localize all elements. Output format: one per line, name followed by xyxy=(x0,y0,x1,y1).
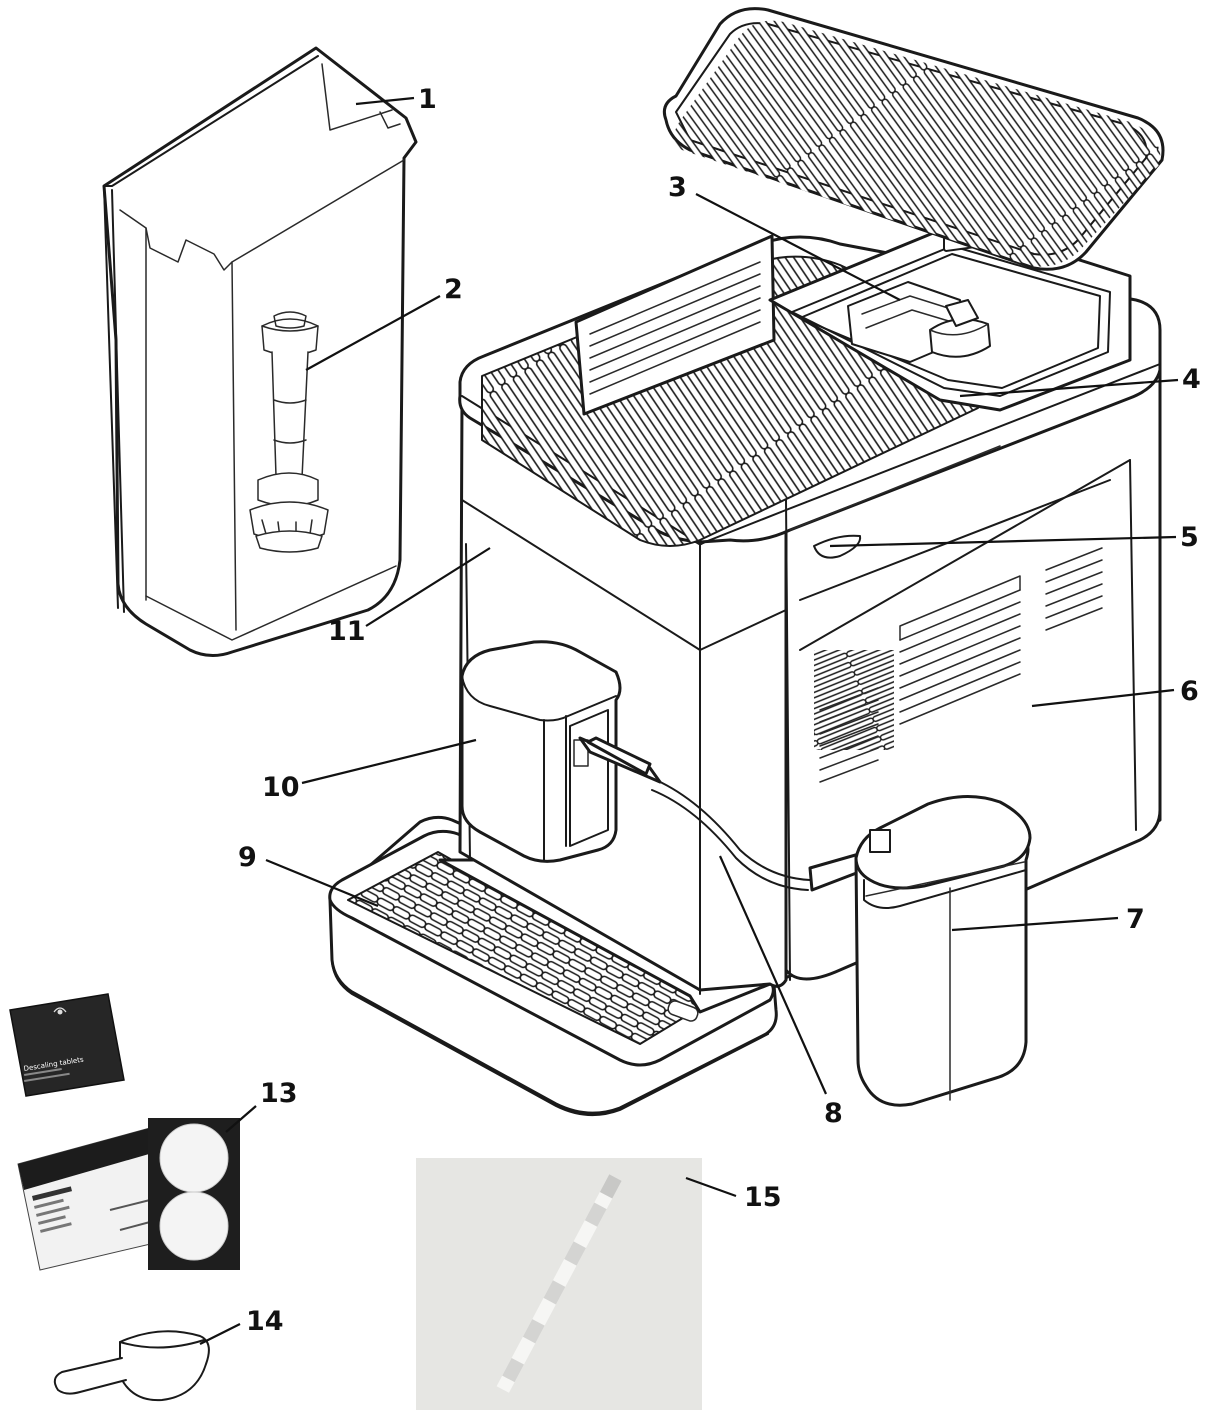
callout-13: 13 xyxy=(260,1078,298,1109)
callout-14: 14 xyxy=(246,1306,284,1337)
descaling-tablets-box: Descaling tablets xyxy=(9,993,125,1097)
callout-1: 1 xyxy=(418,84,437,115)
leader-lines xyxy=(199,96,1179,1345)
grinder-adjustment xyxy=(847,281,991,363)
descaling-tablets xyxy=(17,1118,240,1271)
side-vents xyxy=(819,547,1103,783)
coffee-machine xyxy=(438,220,1162,1014)
callout-5: 5 xyxy=(1180,522,1199,553)
coffee-outlet xyxy=(460,640,622,863)
callout-6: 6 xyxy=(1180,676,1199,707)
callout-labels: 1 2 3 4 5 6 7 8 9 10 11 13 14 15 xyxy=(238,84,1201,1337)
water-filter xyxy=(249,311,329,553)
callout-11: 11 xyxy=(328,616,366,647)
water-tank xyxy=(102,46,418,657)
callout-10: 10 xyxy=(262,772,300,803)
callout-3: 3 xyxy=(668,172,687,203)
milk-container xyxy=(854,794,1032,1107)
callout-9: 9 xyxy=(238,842,257,873)
callout-15: 15 xyxy=(744,1182,782,1213)
callout-8: 8 xyxy=(824,1098,843,1129)
callout-7: 7 xyxy=(1126,904,1145,935)
test-strip-photo xyxy=(416,1158,702,1410)
callout-4: 4 xyxy=(1182,364,1201,395)
measuring-spoon xyxy=(53,1330,210,1402)
callout-2: 2 xyxy=(444,274,463,305)
